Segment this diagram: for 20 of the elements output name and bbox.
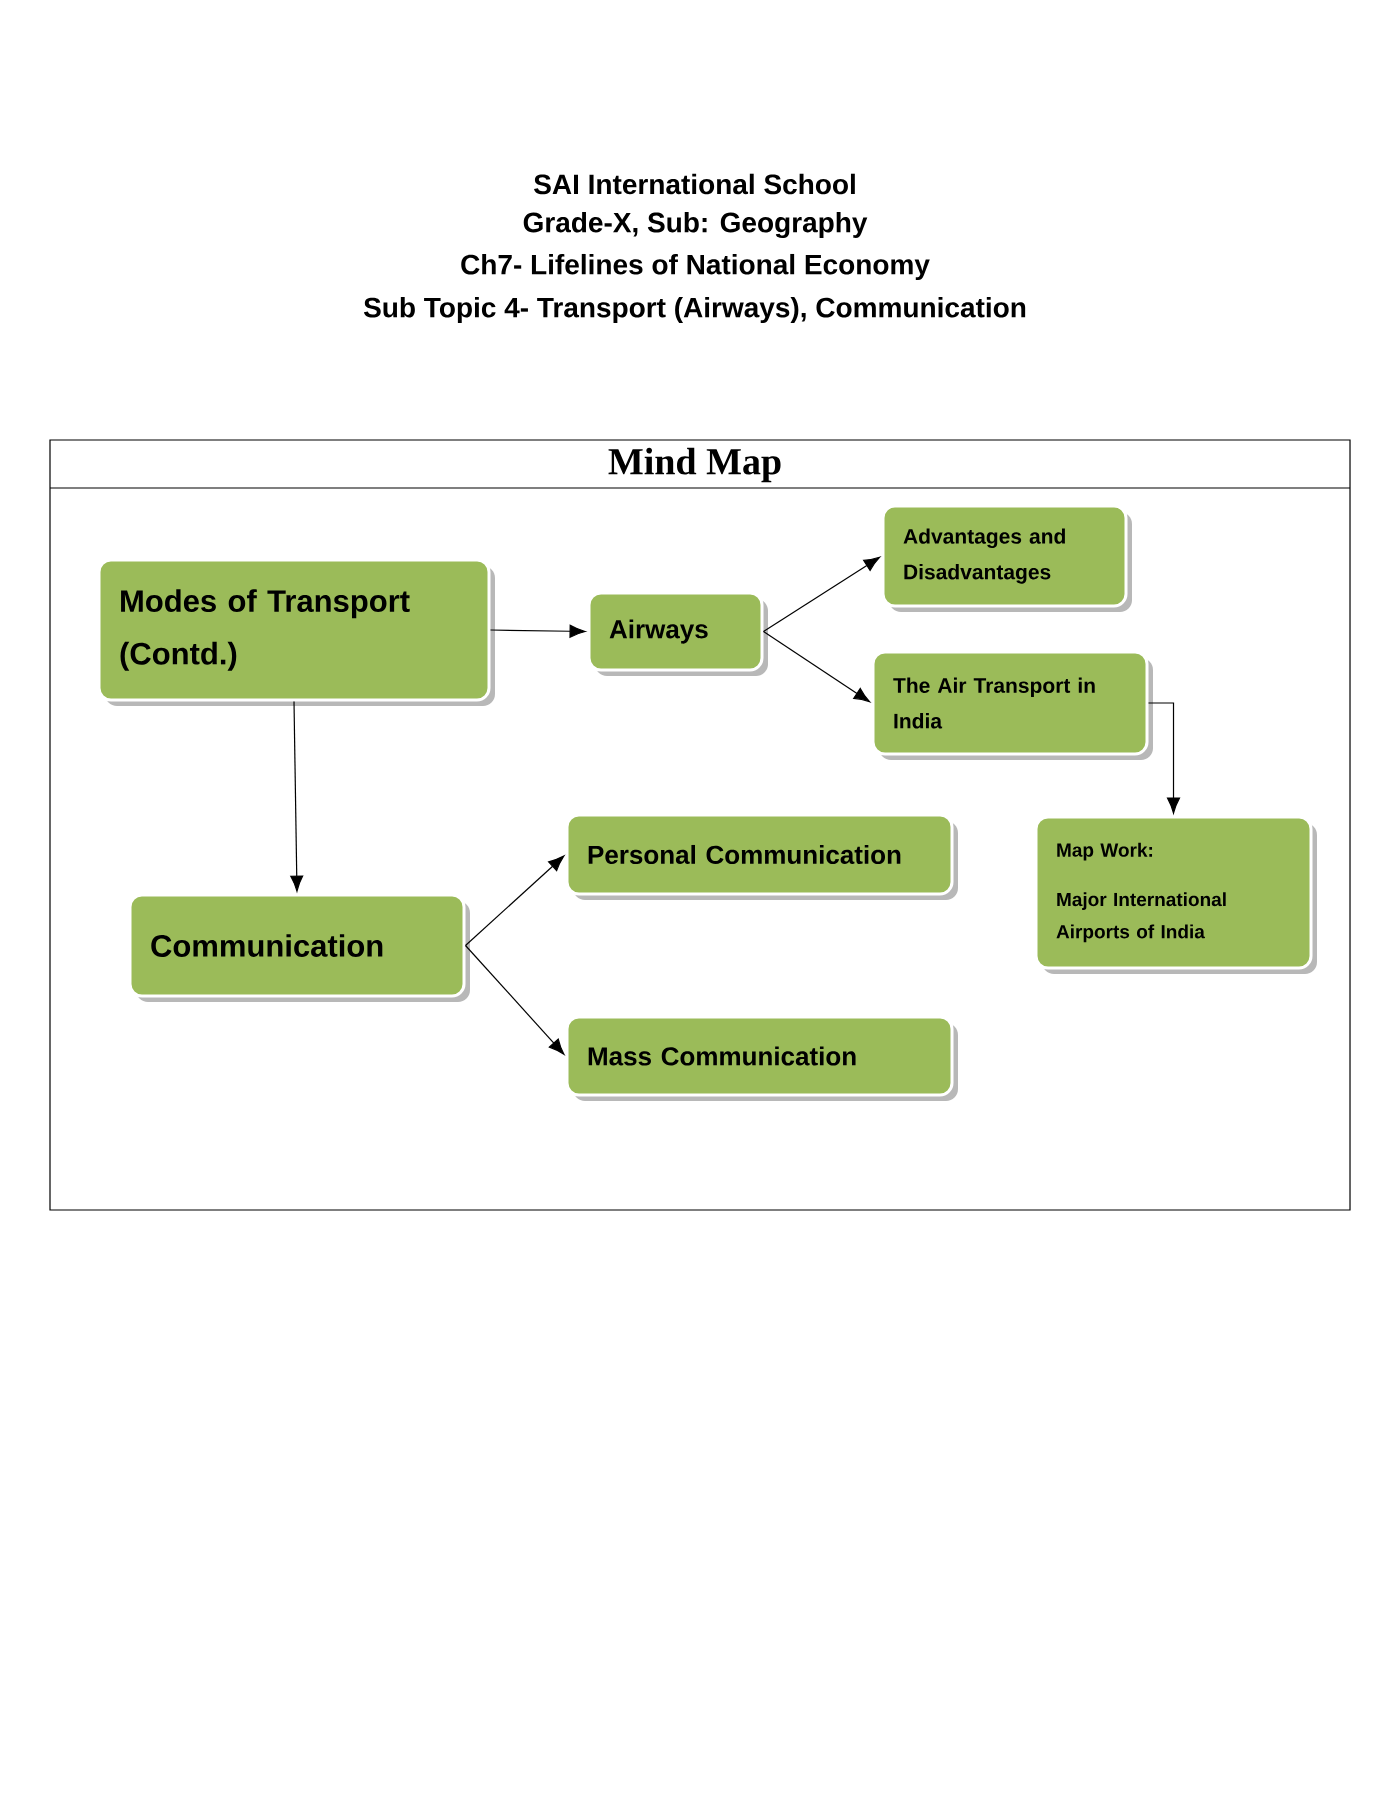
- heading-line: Ch7- Lifelines of National Economy: [461, 253, 930, 281]
- table-heading: Mind Map: [608, 447, 781, 483]
- arrow: [290, 700, 304, 892]
- topic-box: Advantages and Disadvantages: [881, 504, 1132, 612]
- arrow: [464, 944, 565, 1055]
- topic-box: Mass Communication: [565, 1015, 958, 1101]
- topic-box: Airways: [587, 591, 768, 676]
- heading-line: Sub Topic 4- Transport (Airways), Communication: [363, 296, 1026, 324]
- topic-box: Modes of Transport (Contd.): [97, 558, 495, 706]
- topic-box: Communication: [128, 893, 470, 1002]
- arrow: [464, 855, 565, 947]
- arrow: [1147, 702, 1181, 814]
- topic-box: Personal Communication: [565, 813, 958, 900]
- arrow: [762, 630, 871, 703]
- topic-box: The Air Transport in India: [871, 650, 1153, 760]
- heading-line: SAI International School: [534, 173, 855, 195]
- arrow: [489, 624, 586, 638]
- topic-box: Map Work: Major International Airports of India: [1034, 815, 1317, 974]
- heading-line: Grade-X, Sub: Geography: [523, 211, 868, 239]
- arrow: [762, 556, 881, 633]
